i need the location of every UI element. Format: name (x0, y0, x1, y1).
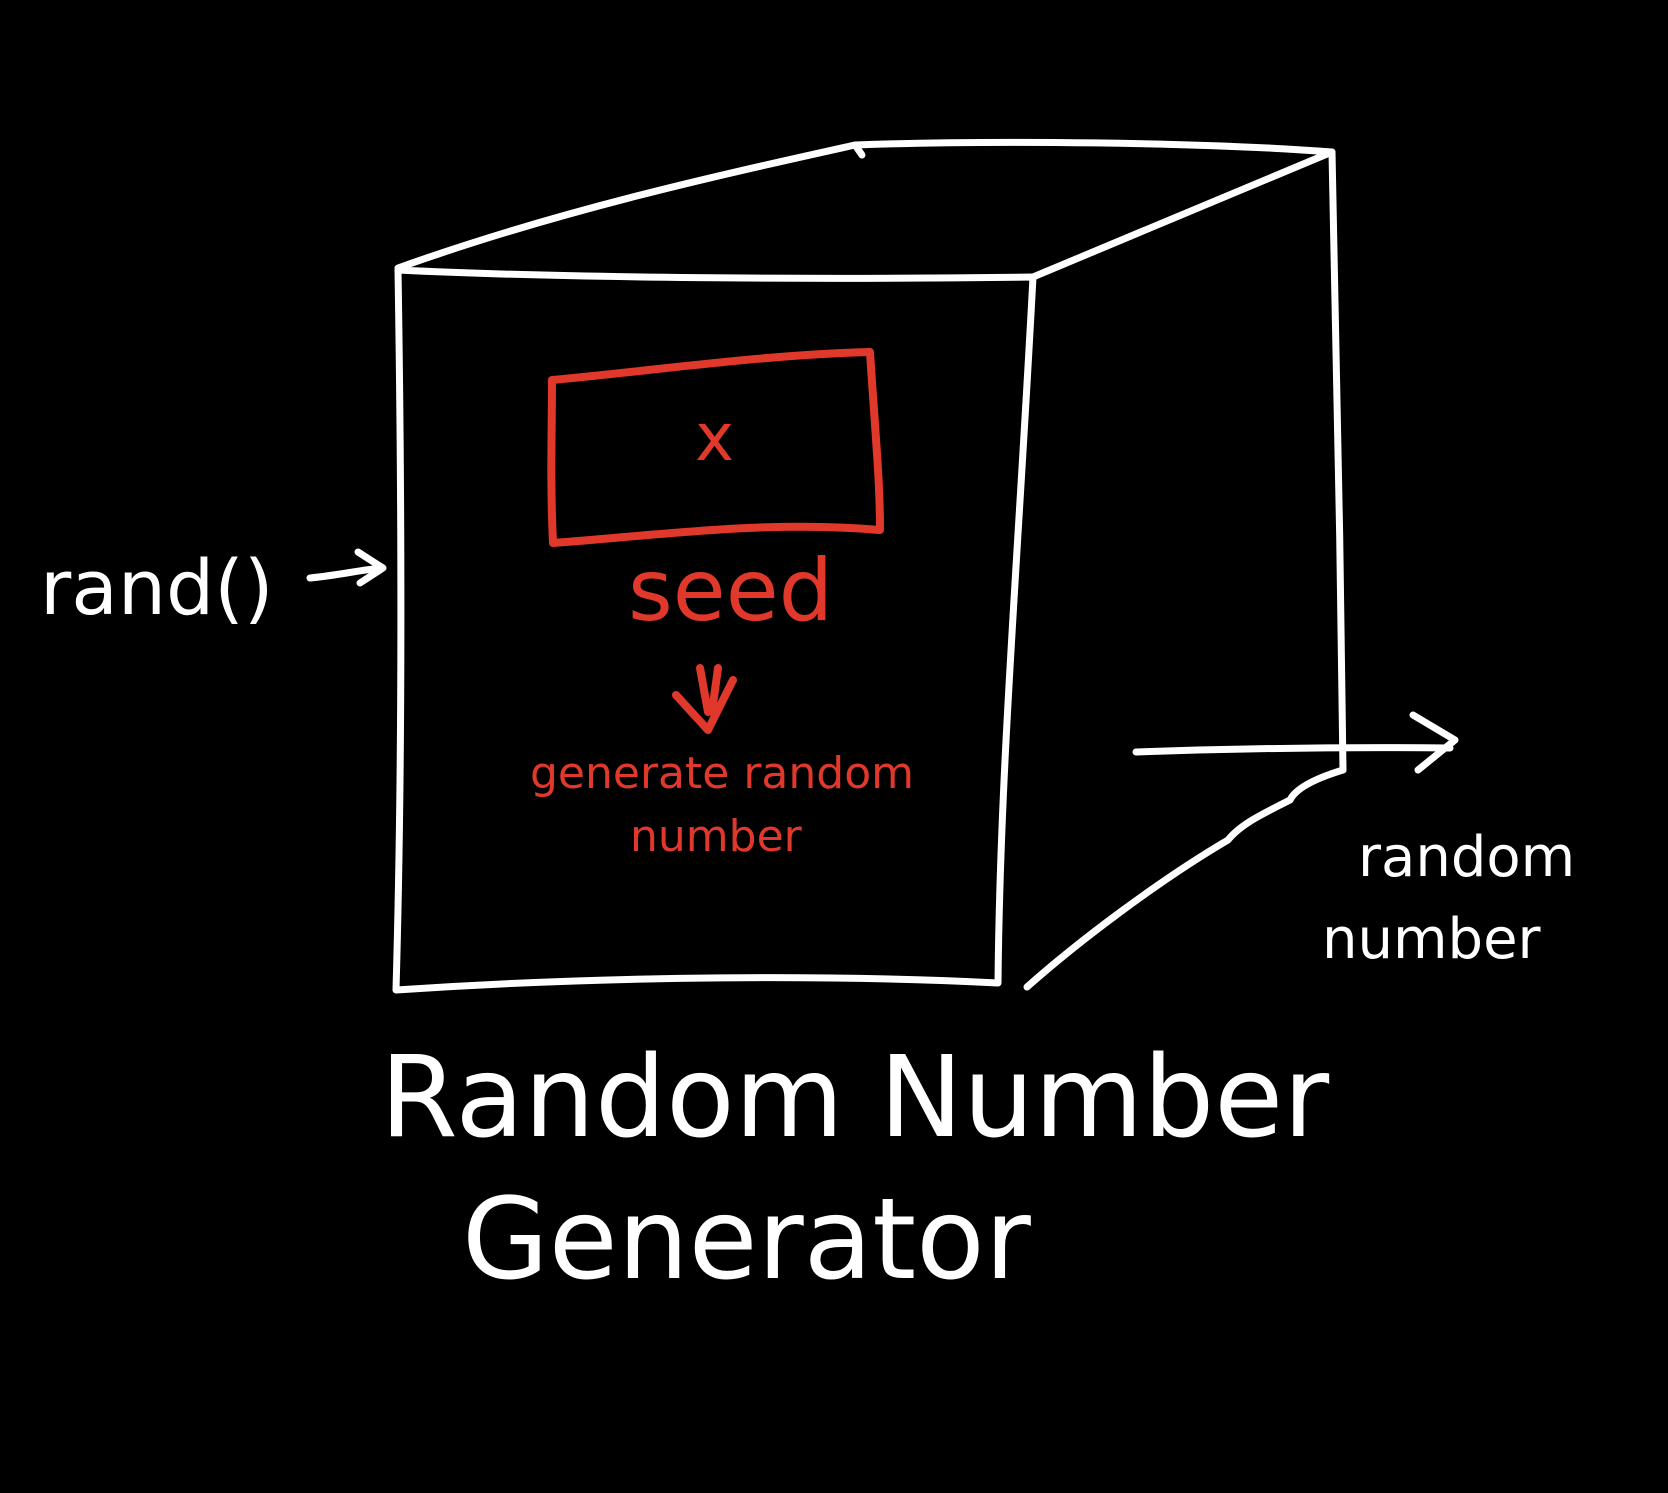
seed-box (547, 348, 884, 547)
process-label-line2: number (630, 811, 802, 862)
seed-label: seed (628, 541, 834, 641)
output-arrow-icon (1132, 711, 1459, 774)
cube-front-face (392, 266, 1037, 994)
process-label-line1: generate random (530, 748, 914, 799)
output-label-line2: number (1322, 907, 1541, 972)
input-arrow-icon (306, 548, 387, 587)
seed-variable-label: x (695, 399, 735, 476)
output-label-line1: random (1358, 825, 1576, 890)
cube-top-face (394, 138, 1336, 281)
title-line2: Generator (462, 1175, 1031, 1305)
cube-bottom-right-edge (1023, 766, 1347, 991)
input-label: rand() (40, 543, 274, 632)
title-line1: Random Number (380, 1033, 1330, 1163)
double-arrow-down-icon (672, 664, 737, 734)
cube-top-ridge (851, 141, 866, 159)
cube-right-edge (1328, 148, 1347, 774)
